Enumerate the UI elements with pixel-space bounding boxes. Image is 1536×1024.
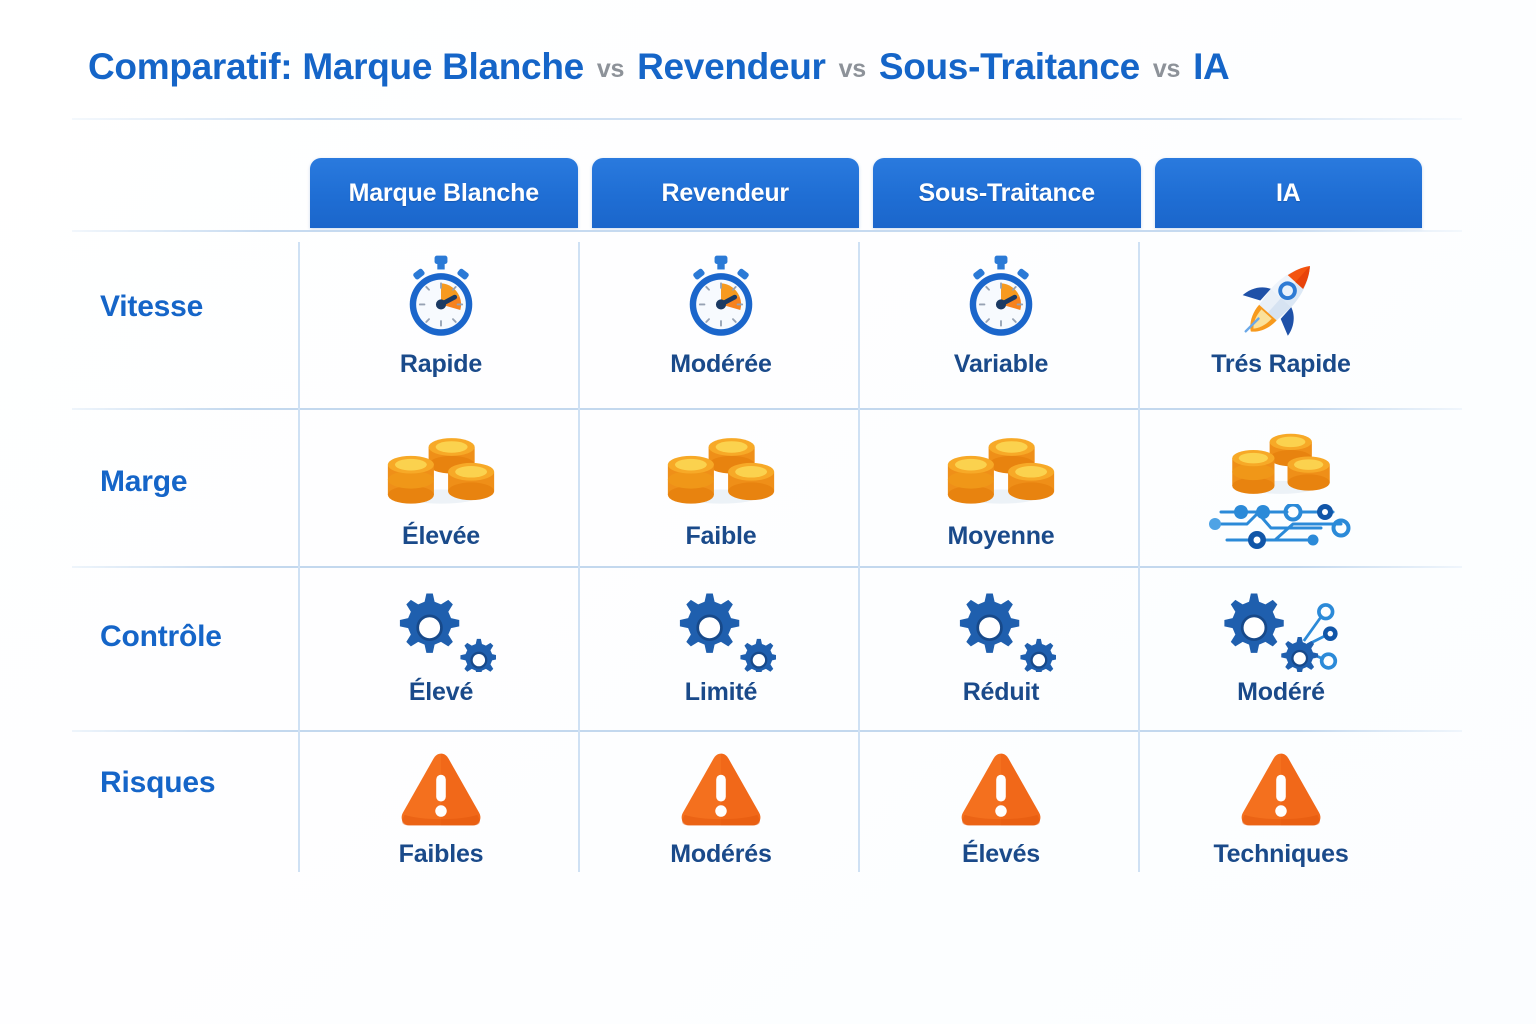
title-divider	[72, 118, 1462, 120]
row-divider-2	[72, 566, 1462, 568]
row-label-controle: Contrôle	[100, 620, 222, 653]
cell-value: Techniques	[1213, 840, 1349, 868]
cell-risques-sous-traitance: Élevés	[862, 746, 1140, 869]
cell-value: Élevé	[408, 678, 474, 706]
title-vs-2: vs	[838, 55, 867, 83]
column-separator-4	[1138, 242, 1140, 872]
cell-vitesse-sous-traitance: Variable	[862, 252, 1140, 379]
table-header-row: Marque Blanche Revendeur Sous-Traitance …	[310, 158, 1422, 228]
column-header-label: Revendeur	[661, 178, 790, 207]
column-header-sous-traitance[interactable]: Sous-Traitance	[873, 158, 1141, 228]
cell-marge-sous-traitance: Moyenne	[862, 424, 1140, 551]
coins-icon	[1221, 424, 1341, 502]
column-header-marque-blanche[interactable]: Marque Blanche	[310, 158, 578, 228]
warning-triangle-icon	[953, 746, 1049, 834]
cell-value: Modérée	[670, 350, 772, 378]
rocket-icon	[1232, 252, 1330, 344]
stopwatch-icon	[675, 252, 767, 344]
cell-controle-marque-blanche: Élevé	[302, 588, 580, 707]
cell-marge-ia	[1142, 424, 1420, 552]
gears-icon	[666, 588, 776, 672]
cell-value: Élevés	[961, 840, 1041, 868]
cell-value: Faibles	[398, 840, 484, 868]
cell-controle-ia: Modéré	[1142, 588, 1420, 707]
cell-value: Rapide	[399, 350, 483, 378]
title-vs-1: vs	[596, 55, 625, 83]
title-segment-revendeur: Revendeur	[637, 46, 826, 87]
title-prefix: Comparatif:	[88, 46, 293, 87]
cell-marge-revendeur: Faible	[582, 424, 860, 551]
column-header-label: IA	[1275, 178, 1301, 207]
cell-value: Élevée	[401, 522, 481, 550]
warning-triangle-icon	[393, 746, 489, 834]
title-segment-ia: IA	[1193, 46, 1230, 87]
row-label-vitesse: Vitesse	[100, 290, 204, 323]
column-header-label: Marque Blanche	[348, 178, 540, 207]
cell-vitesse-marque-blanche: Rapide	[302, 252, 580, 379]
cell-risques-ia: Techniques	[1142, 746, 1420, 869]
column-separator-3	[858, 242, 860, 872]
row-divider-1	[72, 408, 1462, 410]
warning-triangle-icon	[673, 746, 769, 834]
title-segment-marque-blanche: Marque Blanche	[302, 46, 584, 87]
coins-icon	[939, 424, 1063, 516]
cell-controle-revendeur: Limité	[582, 588, 860, 707]
cell-value: Faible	[685, 522, 757, 550]
cell-marge-marque-blanche: Élevée	[302, 424, 580, 551]
circuit-icon	[1201, 504, 1361, 552]
cell-controle-sous-traitance: Réduit	[862, 588, 1140, 707]
title-vs-3: vs	[1152, 55, 1181, 83]
stopwatch-icon	[395, 252, 487, 344]
cell-value: Trés Rapide	[1211, 350, 1351, 378]
cell-value: Modéré	[1237, 678, 1325, 706]
cell-value: Modérés	[670, 840, 772, 868]
cell-risques-marque-blanche: Faibles	[302, 746, 580, 869]
row-label-risques: Risques	[100, 766, 216, 799]
cell-value: Limité	[684, 678, 758, 706]
cell-vitesse-revendeur: Modérée	[582, 252, 860, 379]
cell-value: Moyenne	[947, 522, 1055, 550]
column-header-revendeur[interactable]: Revendeur	[591, 158, 859, 228]
coins-icon	[379, 424, 503, 516]
row-label-marge: Marge	[100, 465, 188, 498]
header-divider	[72, 230, 1462, 232]
coins-icon	[659, 424, 783, 516]
row-divider-3	[72, 730, 1462, 732]
column-header-ia[interactable]: IA	[1154, 158, 1422, 228]
gears-icon	[386, 588, 496, 672]
warning-triangle-icon	[1233, 746, 1329, 834]
column-separator-1	[298, 242, 300, 872]
gears-icon	[946, 588, 1056, 672]
stopwatch-icon	[955, 252, 1047, 344]
gears-network-icon	[1216, 588, 1346, 672]
page-title: Comparatif: Marque Blanche vs Revendeur …	[88, 46, 1230, 88]
column-separator-2	[578, 242, 580, 872]
title-segment-sous-traitance: Sous-Traitance	[878, 46, 1140, 87]
cell-value: Variable	[953, 350, 1049, 378]
cell-value: Réduit	[962, 678, 1040, 706]
cell-vitesse-ia: Trés Rapide	[1142, 252, 1420, 379]
column-header-label: Sous-Traitance	[918, 178, 1096, 207]
cell-risques-revendeur: Modérés	[582, 746, 860, 869]
